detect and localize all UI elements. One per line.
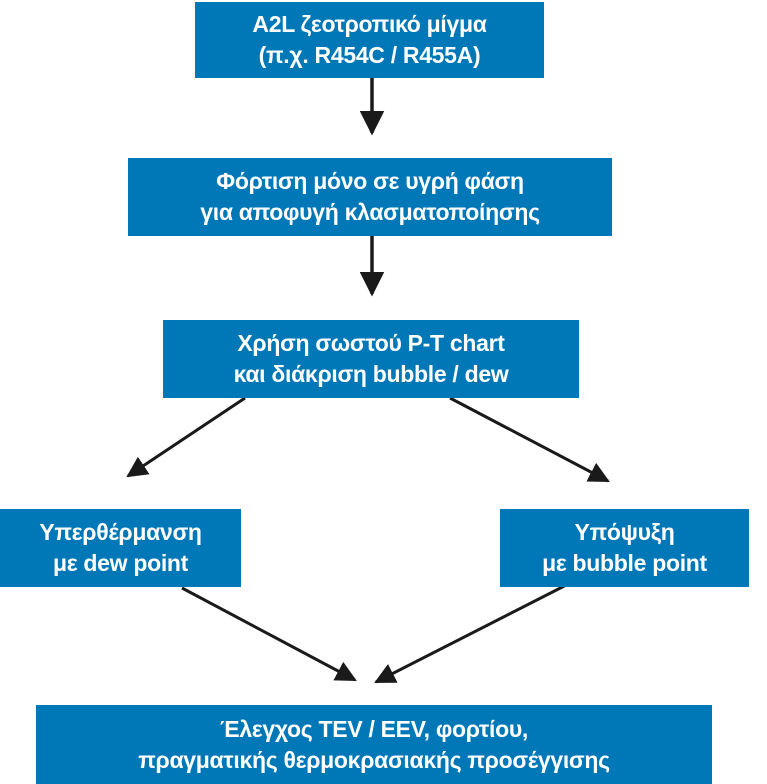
arrow-ptchart-to-superheat (126, 396, 246, 478)
node-check: Έλεγχος TEV / EEV, φορτίου, πραγματικής … (36, 705, 712, 784)
node-superheat-line2: με dew point (52, 550, 189, 576)
node-charging: Φόρτιση μόνο σε υγρή φάση για αποφυγή κλ… (128, 158, 612, 236)
node-ptchart-line1: Χρήση σωστού P-T chart (237, 330, 505, 356)
node-subcool-line2: με bubble point (542, 550, 707, 576)
node-mixture: A2L ζεοτροπικό μίγμα (π.χ. R454C / R455A… (195, 2, 544, 78)
node-mixture-line2: (π.χ. R454C / R455A) (258, 42, 481, 68)
node-superheat-line1: Υπερθέρμανση (39, 519, 202, 545)
node-superheat: Υπερθέρμανση με dew point (0, 509, 241, 587)
arrow-subcool-to-check (374, 576, 581, 684)
node-charging-line1: Φόρτιση μόνο σε υγρή φάση (216, 168, 524, 194)
node-mixture-line1: A2L ζεοτροπικό μίγμα (252, 11, 487, 37)
node-subcool: Υπόψυξη με bubble point (500, 509, 749, 587)
node-check-line1: Έλεγχος TEV / EEV, φορτίου, (220, 715, 528, 742)
node-ptchart: Χρήση σωστού P-T chart και διάκριση bubb… (163, 320, 579, 398)
node-check-line2: πραγματικής θερμοκρασιακής προσέγγισης (138, 746, 610, 773)
node-ptchart-line2: και διάκριση bubble / dew (233, 361, 509, 387)
node-subcool-line1: Υπόψυξη (574, 519, 675, 545)
node-charging-line2: για αποφυγή κλασματοποίησης (200, 199, 540, 225)
arrow-superheat-to-check (181, 586, 357, 682)
arrow-ptchart-to-subcool (449, 396, 610, 483)
